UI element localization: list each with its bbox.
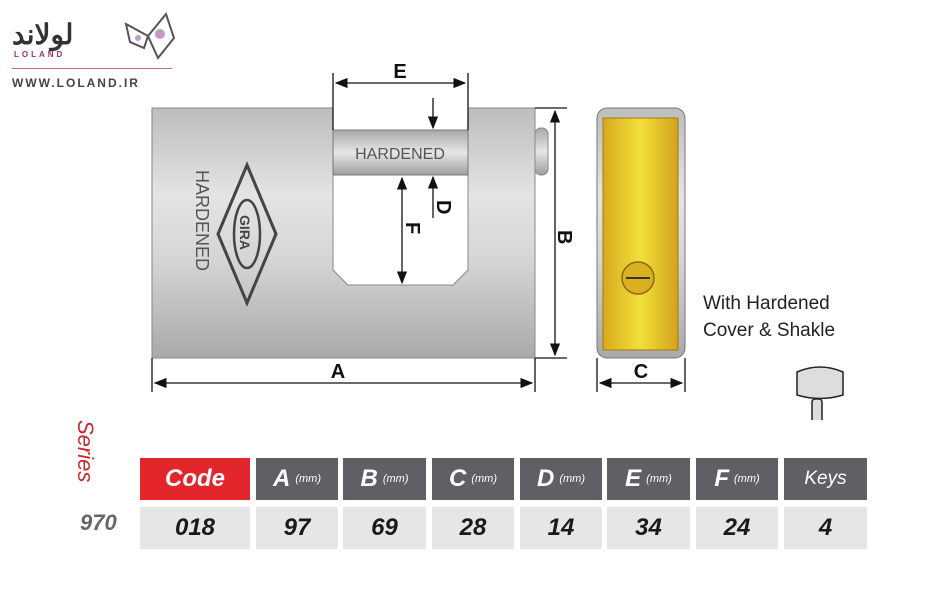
header-code: Code [140, 458, 250, 500]
feature-note: With Hardened Cover & Shakle [703, 290, 835, 344]
feature-note-line2: Cover & Shakle [703, 320, 836, 341]
header-keys: Keys [784, 458, 867, 500]
logo-url: WWW.LOLAND.IR [12, 76, 140, 90]
value-d: 14 [520, 507, 602, 549]
header-d: D(mm) [520, 458, 602, 500]
shackle-text: HARDENED [355, 146, 445, 163]
padlock-front-view: HARDENED HARDENED GIRA [151, 107, 549, 359]
value-f: 24 [696, 507, 778, 549]
feature-note-line1: With Hardened [703, 293, 830, 314]
value-b: 69 [343, 507, 426, 549]
dim-label-a: A [331, 361, 345, 383]
dim-label-c: C [634, 361, 648, 383]
dim-label-b: B [553, 230, 575, 244]
dimension-lines [151, 73, 686, 392]
butterfly-logo-icon [124, 11, 176, 60]
series-value: 970 [80, 510, 117, 535]
header-b: B(mm) [343, 458, 426, 500]
logo-divider [12, 68, 172, 69]
body-text: HARDENED [192, 170, 212, 271]
header-c: C(mm) [432, 458, 514, 500]
key-icon [796, 366, 844, 420]
header-e: E(mm) [607, 458, 690, 500]
padlock-diagram: HARDENED HARDENED GIRA E D F B A C [151, 61, 844, 420]
value-keys: 4 [784, 507, 867, 549]
logo-text-fa: لولاند [12, 19, 74, 50]
dim-label-f: F [401, 222, 423, 234]
dim-label-d: D [432, 200, 454, 214]
series-label-text: Series [73, 420, 98, 483]
value-c: 28 [432, 507, 514, 549]
header-a: A(mm) [256, 458, 338, 500]
value-e: 34 [607, 507, 690, 549]
brand-logo-text: GIRA [237, 215, 253, 250]
logo-text-en: LOLAND [14, 50, 66, 59]
value-code: 018 [140, 507, 250, 549]
series-label: Series [68, 420, 128, 490]
value-a: 97 [256, 507, 338, 549]
header-f: F(mm) [696, 458, 778, 500]
dim-label-e: E [393, 61, 406, 83]
padlock-side-view [596, 107, 686, 359]
